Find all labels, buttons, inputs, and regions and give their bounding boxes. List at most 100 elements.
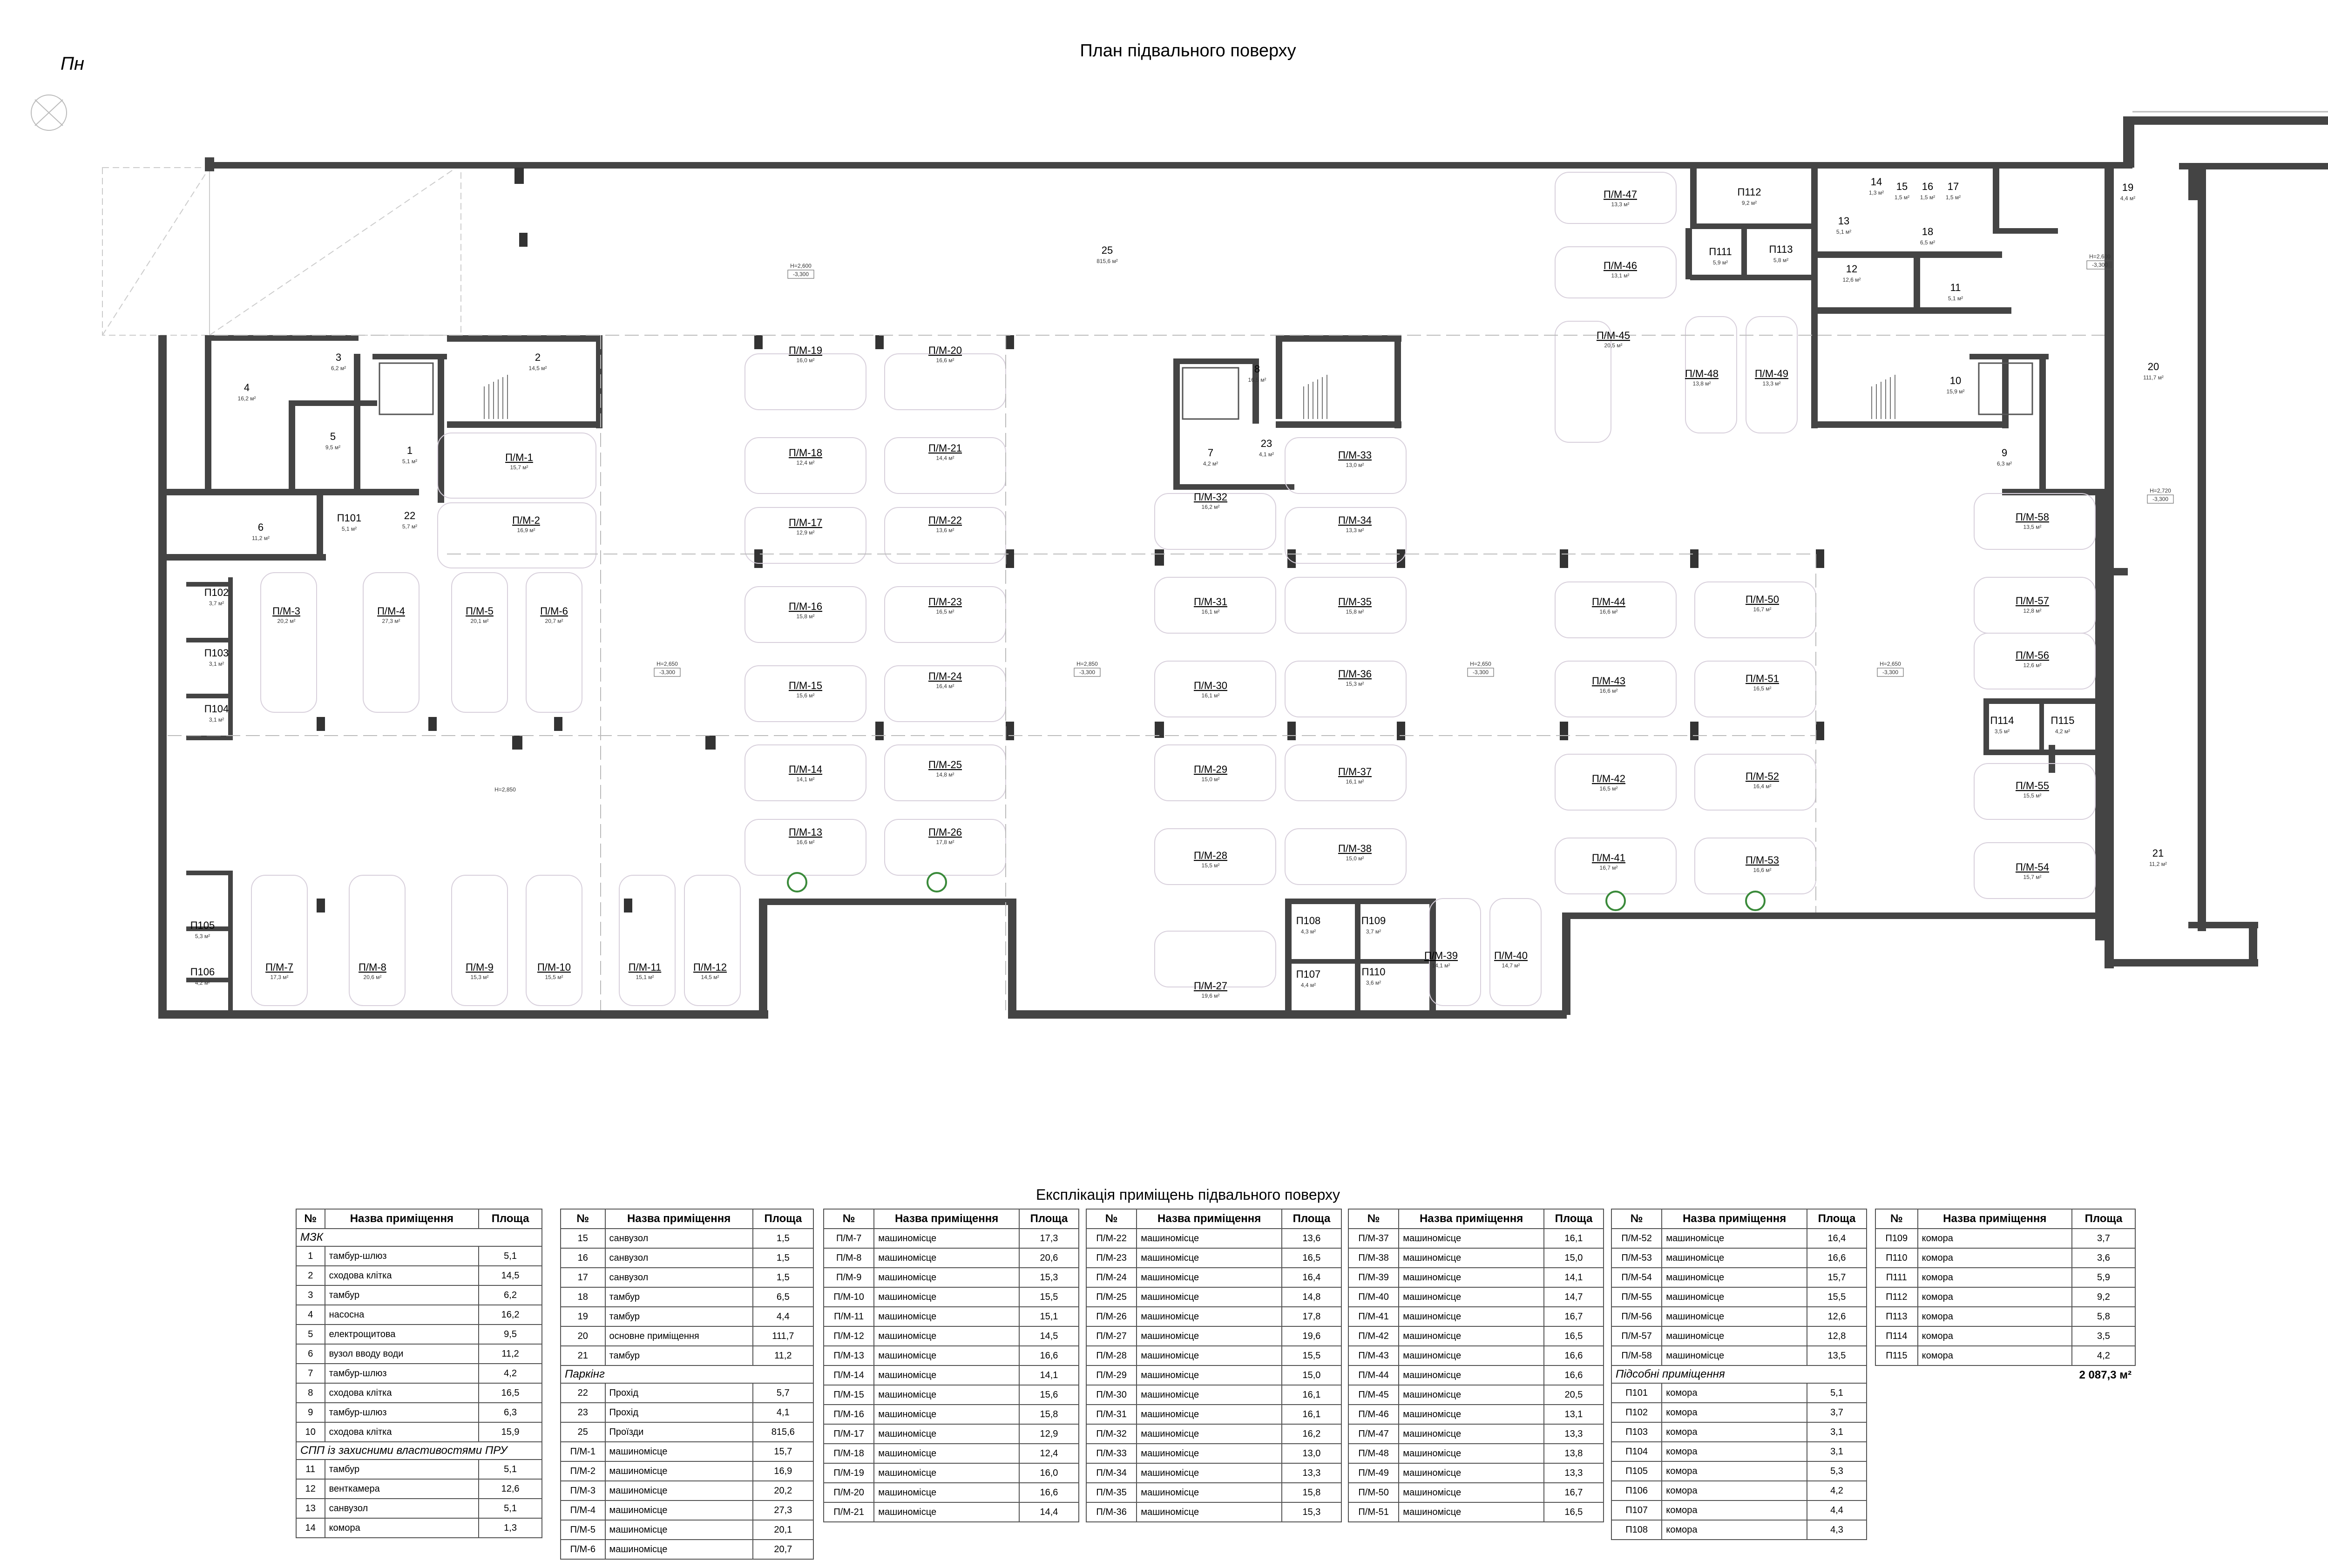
cell-name: машиномісце: [604, 1441, 753, 1462]
cell-name: комора: [1661, 1520, 1807, 1540]
level-mark-box: [2147, 494, 2174, 504]
room-number: 16: [1922, 181, 1933, 192]
cell-number: П109: [1875, 1228, 1918, 1249]
cell-number: П/М-55: [1611, 1287, 1663, 1307]
room-area: 11,2 м²: [252, 535, 270, 541]
cell-number: П/М-2: [560, 1461, 606, 1481]
cell-area: 17,3: [1018, 1228, 1080, 1249]
cell-area: 3,1: [1806, 1441, 1868, 1462]
cell-name: машиномісце: [1136, 1287, 1282, 1307]
parking-spot-area: 20,5 м²: [1604, 342, 1623, 349]
cell-area: 5,7: [752, 1383, 814, 1403]
level-mark-box: [1074, 668, 1101, 677]
cell-area: 5,1: [478, 1246, 542, 1266]
cell-number: П/М-32: [1085, 1424, 1137, 1444]
cell-name: машиномісце: [873, 1404, 1020, 1425]
column-area: Площа: [2071, 1209, 2136, 1229]
cell-area: 13,8: [1543, 1443, 1604, 1464]
parking-spot-number: П/М-35: [1338, 596, 1372, 608]
cell-name: машиномісце: [873, 1443, 1020, 1464]
parking-spot-area: 16,7 м²: [1600, 865, 1618, 871]
height-marks: Н=2,600-3,300Н=2,650-3,300Н=2,850-3,300Н…: [494, 253, 2174, 793]
room-area: 9,2 м²: [1742, 200, 1757, 206]
cell-number: П/М-22: [1085, 1228, 1137, 1249]
room-number: 1: [407, 445, 413, 456]
room-number: П107: [1296, 968, 1321, 980]
height-mark: Н=2,600: [2089, 253, 2111, 260]
cell-area: 19,6: [1281, 1326, 1342, 1346]
parking-spot-area: 16,6 м²: [1753, 867, 1772, 873]
parking-spot-area: 13,5 м²: [2023, 524, 2042, 530]
cell-area: 4,1: [752, 1402, 814, 1423]
room-number: 19: [2122, 182, 2133, 193]
parking-spot-area: 16,5 м²: [1600, 785, 1618, 792]
parking-labels: П/М-115,7 м²П/М-216,9 м²П/М-320,2 м²П/М-…: [265, 189, 2049, 999]
parking-spot-number: П/М-30: [1194, 680, 1227, 691]
cell-number: П/М-24: [1085, 1267, 1137, 1288]
parking-spot-number: П/М-43: [1592, 675, 1625, 687]
table-section-row: СПП із захисними властивостями ПРУ: [296, 1441, 542, 1460]
room-area: 5,1 м²: [342, 526, 357, 532]
parking-spot-area: 16,5 м²: [1753, 685, 1772, 692]
cell-number: П/М-29: [1085, 1365, 1137, 1386]
cell-name: машиномісце: [1136, 1443, 1282, 1464]
cell-area: 1,5: [752, 1228, 814, 1249]
room-area: 111,7 м²: [2143, 374, 2164, 381]
cell-number: П/М-14: [823, 1365, 875, 1386]
cell-number: П105: [1611, 1461, 1663, 1481]
height-mark: Н=2,720: [2150, 487, 2171, 494]
cell-area: 12,6: [478, 1479, 542, 1499]
room-area: 4,2 м²: [195, 980, 210, 986]
parking-spot-area: 15,7 м²: [510, 464, 528, 471]
parking-spot-number: П/М-19: [789, 345, 822, 356]
room-number: 13: [1838, 215, 1849, 227]
cell-area: 16,9: [752, 1461, 814, 1481]
room-area: 15,9 м²: [1947, 388, 1965, 395]
parking-spot-area: 15,3 м²: [471, 974, 489, 980]
parking-spot-area: 14,8 м²: [936, 771, 954, 778]
cell-area: 16,7: [1543, 1306, 1604, 1327]
room-area: 3,1 м²: [209, 661, 224, 667]
column-name: Назва приміщення: [1917, 1209, 2072, 1229]
cell-name: машиномісце: [873, 1424, 1020, 1444]
cell-name: машиномісце: [1398, 1287, 1544, 1307]
cell-number: П/М-41: [1347, 1306, 1400, 1327]
parking-spot-number: П/М-18: [789, 447, 822, 459]
cell-name: машиномісце: [1398, 1365, 1544, 1386]
cell-name: машиномісце: [1136, 1326, 1282, 1346]
column-number: №: [1085, 1209, 1137, 1229]
room-number: 18: [1922, 226, 1933, 237]
cell-number: П/М-51: [1347, 1502, 1400, 1522]
cell-name: машиномісце: [1661, 1306, 1807, 1327]
cell-number: 16: [560, 1248, 606, 1268]
cell-name: тамбур: [604, 1287, 753, 1307]
cell-name: комора: [1661, 1441, 1807, 1462]
cell-area: 16,7: [1543, 1482, 1604, 1503]
parking-spot-area: 12,4 м²: [797, 460, 815, 466]
cell-name: комора: [1661, 1480, 1807, 1501]
cell-name: сходова клітка: [324, 1383, 480, 1403]
room-number: П113: [1769, 243, 1793, 255]
